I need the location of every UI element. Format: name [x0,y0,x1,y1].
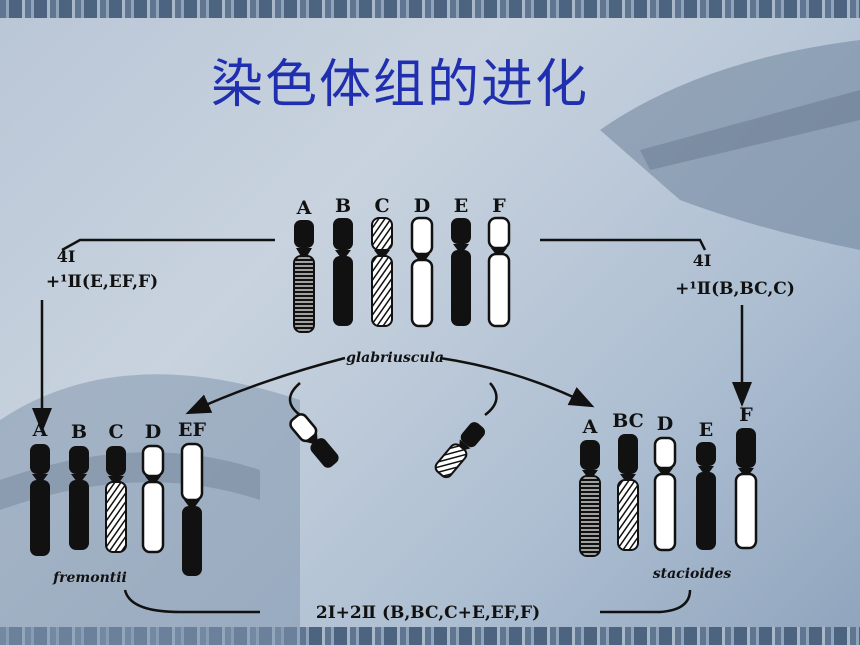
left-label-b: B [71,421,87,443]
slide-title: 染色体组的进化 [210,55,589,115]
left-chromosome-d [141,444,165,554]
right-label-a: A [582,416,598,438]
top-label-a: A [296,197,312,219]
right-species-name: stacioides [653,566,732,582]
right-middle-chromosome-fragment [434,422,486,479]
left-chromosome-set: A B C D EF [30,419,206,586]
left-chromosome-a [30,444,50,556]
left-chromosome-ef [180,442,204,576]
right-label-e: E [699,419,713,441]
top-chromosome-set: A B C D E F [293,195,511,366]
right-chromosome-set: A BC D E F [579,404,758,582]
top-chromosome-b [333,218,353,326]
top-label-c: C [374,195,389,217]
top-chromosome-d [410,216,434,328]
top-chromosome-c [371,217,393,327]
right-curl [484,382,498,416]
arrow-labels: 4I +¹Ⅱ(E,EF,F) 4I +¹Ⅱ(B,BC,C) 2Ⅰ+2Ⅱ (B,B… [46,247,795,623]
left-label-a: A [32,419,48,441]
right-note-line-1: 4I [693,251,712,270]
right-chromosome-bc [617,434,639,551]
left-chromosome-c [105,446,127,553]
top-chromosome-a [293,220,315,333]
left-species-name: fremontii [52,570,127,586]
right-chromosome-d [653,436,677,552]
bottom-right-line [600,589,692,614]
top-label-f: F [492,195,506,217]
center-right-arrow [439,356,595,408]
bottom-note: 2Ⅰ+2Ⅱ (B,BC,C+E,EF,F) [316,603,540,623]
bottom-left-line [123,589,260,614]
left-label-ef: EF [178,419,206,441]
top-label-d: D [414,195,430,217]
right-label-d: D [657,413,673,435]
right-label-bc: BC [612,410,644,432]
center-left-arrow [185,356,346,415]
left-curl [288,382,301,416]
left-label-c: C [108,421,123,443]
connecting-arrows [32,238,752,614]
right-chromosome-a [579,440,601,557]
left-note-line-2: +¹Ⅱ(E,EF,F) [46,272,158,292]
top-chromosome-e [451,218,471,326]
top-chromosome-f [487,216,511,328]
top-label-e: E [454,195,468,217]
top-right-line [540,238,707,251]
right-note-line-2: +¹Ⅱ(B,BC,C) [675,279,795,299]
left-chromosome-b [69,446,89,550]
top-species-name: glabriuscula [346,350,444,366]
left-label-d: D [145,421,161,443]
right-chromosome-f [734,428,758,550]
right-chromosome-e [696,442,716,550]
top-label-b: B [335,195,351,217]
left-middle-chromosome-fragment [289,413,339,468]
left-note-line-1: 4I [57,247,76,266]
top-left-line [61,238,275,252]
right-label-f: F [739,404,753,426]
top-decorative-band [0,0,860,18]
